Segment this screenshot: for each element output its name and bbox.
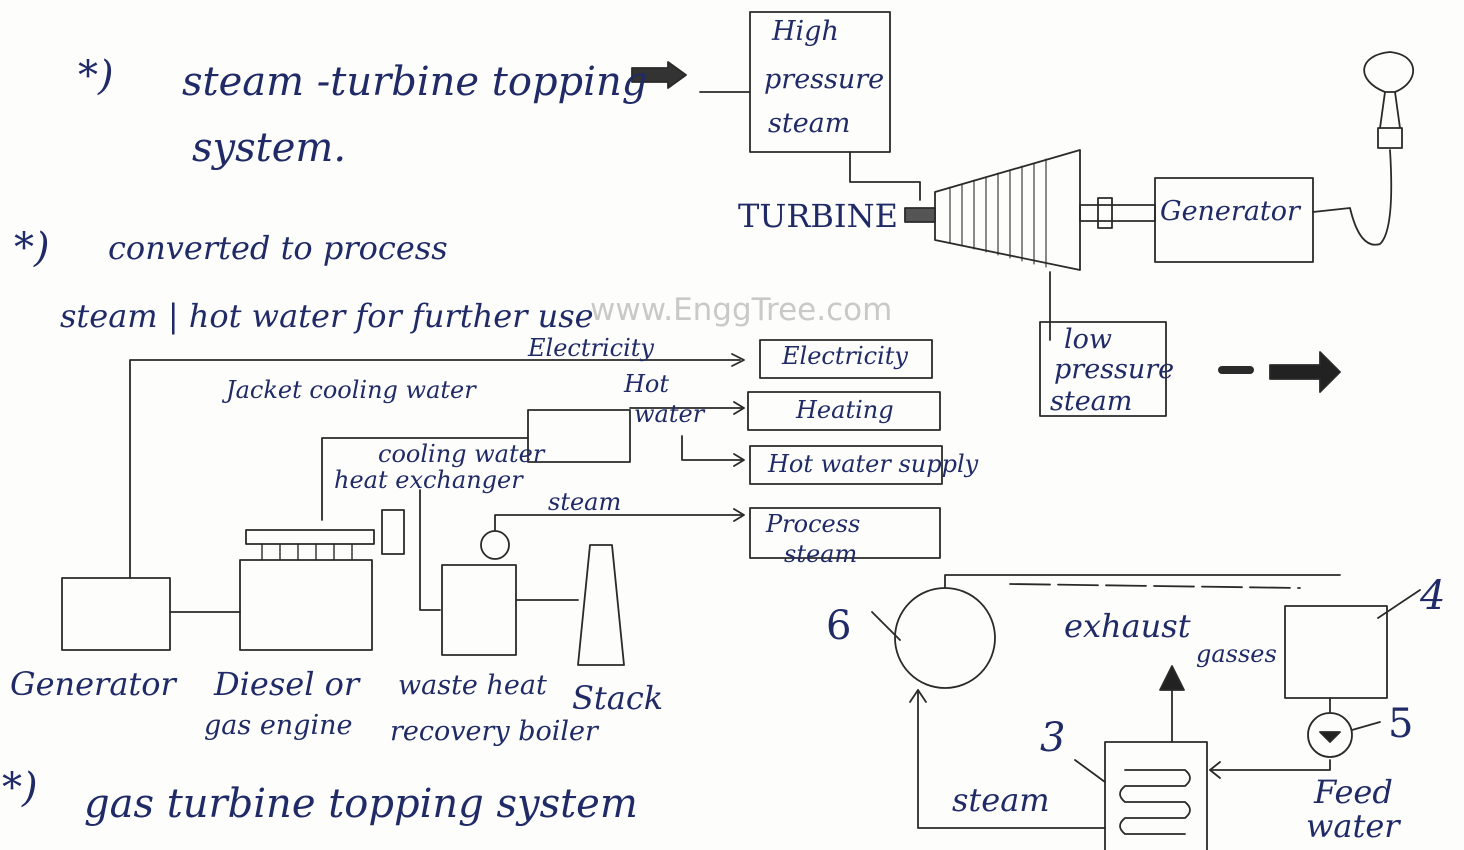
hp-steam-label-2: pressure bbox=[764, 66, 884, 93]
engine-label-1: Diesel or bbox=[214, 668, 359, 700]
steam-line-label: steam bbox=[548, 490, 621, 514]
out-electricity-label: Electricity bbox=[782, 344, 908, 368]
engine-label-2: gas engine bbox=[204, 712, 352, 739]
engine-fins bbox=[262, 544, 352, 560]
hot-water-label-1: Hot bbox=[624, 372, 669, 396]
hp-to-turbine-line bbox=[850, 152, 920, 200]
gas-steam-label: steam bbox=[952, 784, 1050, 816]
star1-line2: system. bbox=[192, 128, 346, 168]
out-hot-water-label: Hot water supply bbox=[768, 452, 978, 476]
star3-mark: *) bbox=[2, 768, 38, 808]
turbine-shaft-left bbox=[905, 208, 935, 222]
hrsg-coil bbox=[1120, 770, 1190, 834]
lamp-bulb bbox=[1364, 52, 1413, 92]
lp-steam-label-3: steam bbox=[1050, 388, 1132, 415]
stack-label: Stack bbox=[572, 682, 663, 714]
hx-out-hotwater bbox=[682, 436, 742, 460]
star2-line1: converted to process bbox=[108, 232, 448, 264]
watermark: www.EnggTree.com bbox=[590, 292, 892, 328]
star1-line1: steam -turbine topping bbox=[182, 62, 647, 102]
hot-water-label-2: water bbox=[634, 402, 704, 426]
num4-leader bbox=[1378, 590, 1420, 618]
top-dashes bbox=[1010, 584, 1300, 588]
turbine-label: TURBINE bbox=[738, 200, 898, 232]
boiler-label-2: recovery boiler bbox=[390, 718, 598, 745]
steam-drum bbox=[481, 531, 509, 559]
lamp-wire bbox=[1313, 150, 1391, 245]
exhaust-arrowhead bbox=[1160, 666, 1184, 690]
generator-box-bottom bbox=[62, 578, 170, 650]
exhaust-label-2: gasses bbox=[1196, 642, 1277, 666]
jacket-cooling-label: Jacket cooling water bbox=[226, 378, 476, 402]
lp-arrow bbox=[1270, 352, 1340, 392]
lp-steam-label-2: pressure bbox=[1054, 356, 1174, 383]
lamp-base bbox=[1378, 128, 1402, 148]
label-num-4: 4 bbox=[1420, 576, 1445, 616]
star2-mark: *) bbox=[14, 228, 50, 268]
pump-tri bbox=[1320, 732, 1340, 742]
feed-water-label-2: water bbox=[1306, 810, 1400, 842]
shaft-coupling bbox=[1098, 198, 1112, 228]
turbine-shaft-right bbox=[1080, 205, 1155, 221]
num3-leader bbox=[1075, 760, 1105, 782]
turbine-blades bbox=[950, 159, 1046, 267]
generator-label-top: Generator bbox=[1160, 198, 1300, 225]
out-heating-label: Heating bbox=[796, 398, 894, 422]
electricity-line-label: Electricity bbox=[528, 336, 654, 360]
hp-steam-label-1: High bbox=[772, 18, 839, 45]
out-process-label-2: steam bbox=[784, 542, 857, 566]
star3-line1: gas turbine topping system bbox=[84, 784, 638, 824]
label-num-3: 3 bbox=[1040, 718, 1065, 758]
boiler-drum-6 bbox=[895, 588, 995, 688]
engine-top bbox=[246, 530, 374, 544]
turbine-casing bbox=[935, 150, 1080, 270]
hp-steam-label-3: steam bbox=[768, 110, 850, 137]
generator-label-bottom: Generator bbox=[10, 668, 176, 700]
exhaust-label-1: exhaust bbox=[1064, 610, 1191, 642]
boiler-box bbox=[442, 565, 516, 655]
exhaust-to-boiler bbox=[420, 490, 440, 610]
out-process-label-1: Process bbox=[766, 512, 860, 536]
exhaust-manifold bbox=[382, 510, 404, 554]
star2-line2: steam | hot water for further use bbox=[60, 300, 594, 332]
label-num-5: 5 bbox=[1388, 704, 1413, 744]
num5-leader bbox=[1352, 722, 1380, 730]
box-4 bbox=[1285, 606, 1387, 698]
lamp-filament bbox=[1380, 92, 1400, 128]
star1-mark: *) bbox=[78, 56, 114, 96]
steam-line bbox=[495, 515, 742, 530]
feed-water-label-1: Feed bbox=[1314, 776, 1393, 808]
label-num-6: 6 bbox=[826, 606, 851, 646]
hx-label-2: heat exchanger bbox=[334, 468, 523, 492]
stack bbox=[578, 545, 624, 665]
lp-steam-label-1: low bbox=[1064, 326, 1112, 353]
engine-box bbox=[240, 560, 372, 650]
boiler-label-1: waste heat bbox=[398, 672, 547, 699]
hx-label-1: cooling water bbox=[378, 442, 544, 466]
feedwater-line bbox=[1210, 760, 1330, 770]
